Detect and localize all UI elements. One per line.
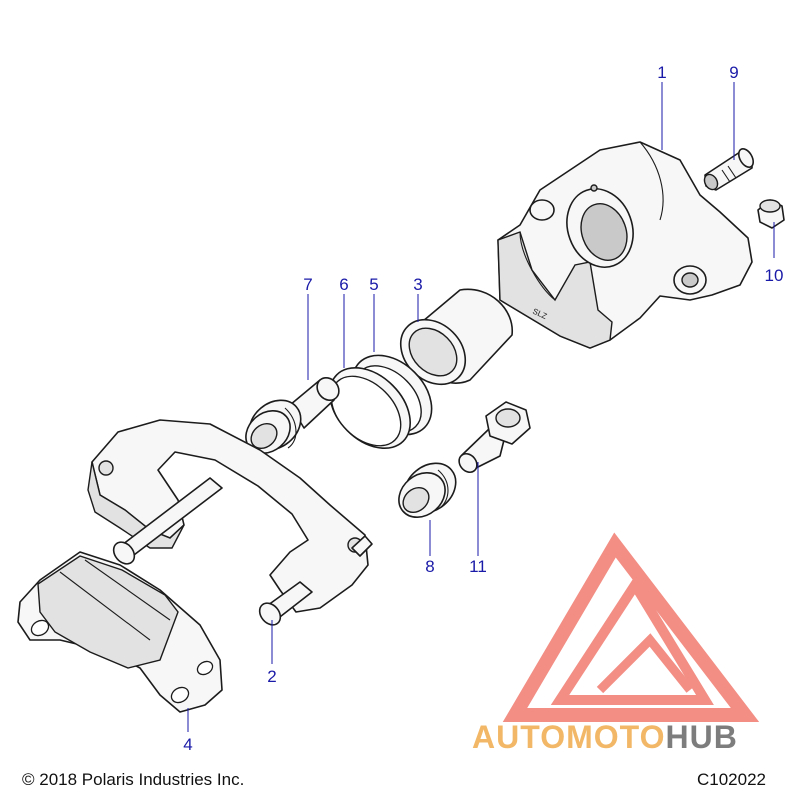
- bleeder-cap: [757, 199, 785, 229]
- callout-10: 10: [765, 266, 784, 285]
- callout-3: 3: [413, 275, 422, 294]
- callout-4: 4: [183, 735, 192, 754]
- caliper-bracket: [87, 419, 373, 626]
- mounting-bolt: [458, 401, 531, 474]
- watermark-wordmark: AUTOMOTOHUB: [472, 719, 738, 755]
- caliper-body: SLZ: [497, 141, 753, 349]
- drawing-number: C102022: [696, 770, 766, 789]
- callout-8: 8: [425, 557, 434, 576]
- brake-pad: [17, 551, 223, 713]
- callout-2: 2: [267, 667, 276, 686]
- callout-7: 7: [303, 275, 312, 294]
- callout-6: 6: [339, 275, 348, 294]
- piston: [399, 288, 513, 386]
- copyright-notice: © 2018 Polaris Industries Inc.: [22, 770, 245, 789]
- callout-9: 9: [729, 63, 738, 82]
- dust-seal: [328, 366, 412, 450]
- bleeder-screw: [703, 148, 755, 191]
- callout-5: 5: [369, 275, 378, 294]
- callout-1: 1: [657, 63, 666, 82]
- watermark-wordmark-part2: HUB: [665, 719, 737, 755]
- pin-boot: [398, 462, 457, 519]
- leader-lines: [187, 82, 775, 732]
- slide-pin-with-boot: [245, 376, 340, 455]
- callout-11: 11: [469, 557, 487, 576]
- watermark-logo: [502, 532, 760, 722]
- watermark-wordmark-part1: AUTOMOTO: [472, 719, 665, 755]
- callout-labels: 1 2 3 4 5 6 7 8 9 10 11: [183, 63, 783, 754]
